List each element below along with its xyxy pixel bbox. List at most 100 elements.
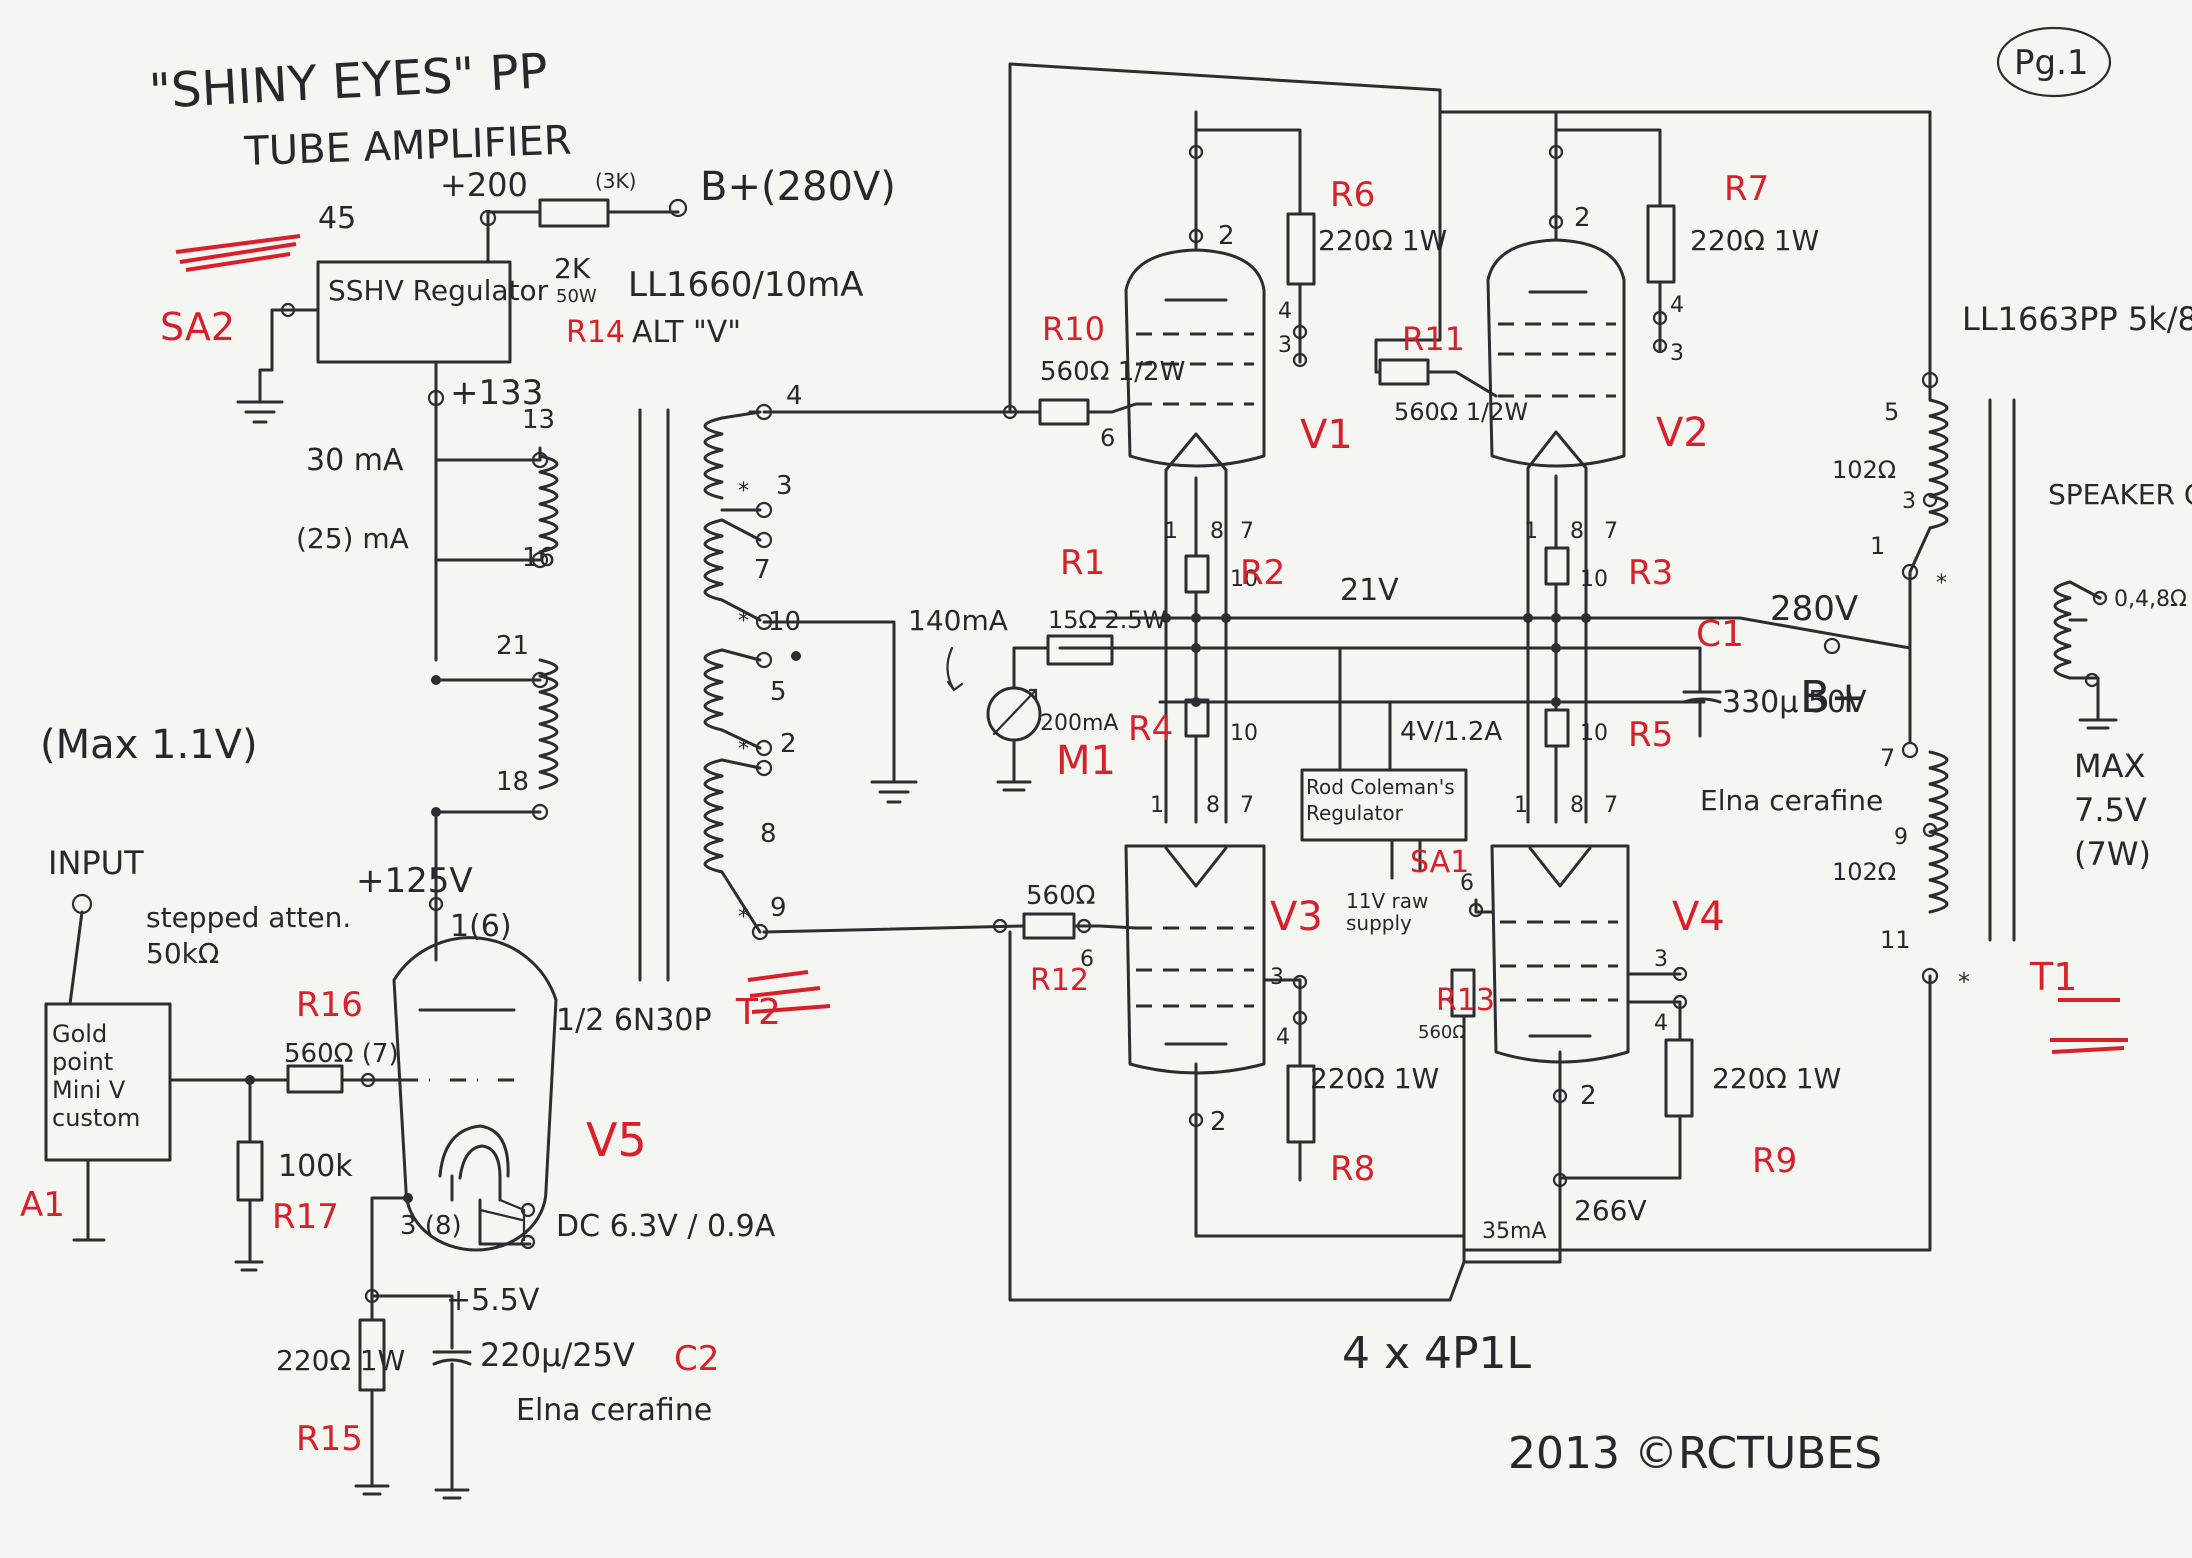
input-label: INPUT — [48, 844, 144, 882]
v-280-label: 280V — [1770, 589, 1858, 629]
filament-r-1: 10 — [1230, 567, 1258, 592]
svg-text:3: 3 — [1670, 341, 1684, 366]
r14-power: 50W — [556, 286, 597, 307]
svg-text:6: 6 — [1100, 424, 1115, 452]
svg-text:4: 4 — [1278, 299, 1292, 324]
v5-envelope — [392, 936, 558, 1252]
t2-pin-4: 4 — [786, 381, 803, 411]
ot-primary-2 — [1928, 750, 1949, 914]
ground-icon — [434, 1488, 470, 1500]
r12-resistor — [1022, 912, 1076, 940]
r12-value: 560Ω — [1026, 881, 1096, 911]
svg-text:2: 2 — [1574, 203, 1591, 233]
svg-text:7: 7 — [1240, 519, 1254, 544]
page-number-circle — [1996, 26, 2112, 98]
c1-type: Elna cerafine — [1700, 784, 1883, 817]
t2-pin-18: 18 — [496, 767, 529, 797]
svg-text:4: 4 — [1654, 1011, 1668, 1036]
ot-pin-7: 7 — [1880, 744, 1895, 772]
r1-label: R1 — [1060, 543, 1105, 583]
heater-label: DC 6.3V / 0.9A — [556, 1209, 776, 1244]
svg-text:4: 4 — [1276, 1025, 1290, 1050]
ot-pin-1: 1 — [1870, 532, 1885, 560]
r1-resistor — [1046, 634, 1114, 666]
svg-text:1: 1 — [1164, 519, 1178, 544]
r8-value: 220Ω 1W — [1310, 1062, 1439, 1095]
r12-label: R12 — [1030, 963, 1089, 998]
ot-pin-11: 11 — [1880, 926, 1911, 954]
rod-coleman-regulator-box — [1300, 768, 1468, 842]
svg-text:*: * — [1958, 968, 1970, 996]
v5-pin-cathode: 3 (8) — [400, 1211, 462, 1241]
t2-secondary-2 — [703, 518, 724, 602]
ot-secondary — [2053, 580, 2072, 680]
sshv-regulator-label: SSHV Regulator — [328, 274, 549, 307]
v4-label: V4 — [1672, 894, 1725, 940]
ot-model: LL1663PP 5k/8 — [1962, 300, 2192, 338]
svg-text:6: 6 — [1080, 947, 1094, 972]
max-output-label: MAX 7.5V (7W) — [2074, 747, 2151, 873]
v5-half-label: 1/2 6N30P — [556, 1003, 712, 1038]
c2-label: C2 — [674, 1339, 719, 1379]
current-35-label: 35mA — [1482, 1219, 1546, 1244]
choke-label: LL1660/10mA — [628, 265, 864, 305]
bplus-output-label: B+ — [1800, 672, 1867, 723]
title-line-2: TUBE AMPLIFIER — [243, 118, 572, 175]
v-45-label: 45 — [318, 201, 356, 236]
input-jack — [71, 893, 93, 915]
v-cathode-label: +5.5V — [446, 1283, 540, 1318]
a1-label: A1 — [20, 1185, 65, 1225]
filament-r-4: 10 — [1580, 721, 1608, 746]
output-stage: 2 4 3 R6 220Ω 1W V1 R10 560Ω 1/2W 6 2 4 … — [762, 62, 1932, 1379]
r16-value: 560Ω (7) — [284, 1039, 399, 1069]
ground-icon — [354, 1484, 390, 1496]
v-21-label: 21V — [1340, 573, 1399, 608]
r10-value: 560Ω 1/2W — [1040, 357, 1185, 387]
svg-text:1: 1 — [1514, 793, 1528, 818]
r7-value: 220Ω 1W — [1690, 224, 1819, 257]
svg-text:*: * — [1936, 571, 1947, 596]
svg-text:3: 3 — [1654, 947, 1668, 972]
scribbled-label — [175, 234, 301, 272]
ot-primary-1 — [1928, 398, 1949, 530]
t2-secondary-3 — [703, 648, 724, 732]
t2-pin-9: 9 — [770, 893, 787, 923]
r11-label: R11 — [1402, 320, 1465, 358]
r16-label: R16 — [296, 985, 363, 1025]
ot-core — [1988, 398, 2016, 942]
sa2-label: SA2 — [160, 305, 235, 349]
ground-icon — [996, 780, 1032, 792]
ot-pin-3: 3 — [1902, 489, 1916, 514]
r9-resistor — [1664, 1038, 1694, 1118]
ground-icon — [236, 400, 284, 424]
v3-envelope — [1124, 844, 1266, 1075]
r6-label: R6 — [1330, 175, 1375, 215]
v-125-label: +125V — [356, 861, 473, 901]
page-number: Pg.1 — [2014, 43, 2089, 83]
svg-text:8: 8 — [1570, 519, 1584, 544]
bplus-label: B+(280V) — [700, 164, 896, 210]
attenuator-label: Gold point Mini V custom — [52, 1020, 141, 1132]
r7-resistor — [1646, 204, 1676, 284]
regulator-supply: 4V/1.2A — [1400, 717, 1502, 747]
svg-text:*: * — [738, 737, 749, 762]
svg-text:8: 8 — [1206, 793, 1220, 818]
v-200-label: +200 — [440, 166, 528, 204]
r4-label: R4 — [1128, 709, 1173, 749]
filament-r-3: 10 — [1230, 721, 1258, 746]
v-266-label: 266V — [1574, 1194, 1647, 1227]
c2-value: 220µ/25V — [480, 1336, 635, 1374]
sshv-regulator-box — [316, 260, 512, 364]
r14-label: R14 — [566, 315, 625, 350]
svg-text:1: 1 — [1150, 793, 1164, 818]
svg-text:8: 8 — [1570, 793, 1584, 818]
r17-value: 100k — [278, 1149, 353, 1184]
r13-value: 560Ω — [1418, 1022, 1466, 1043]
input-section: (Max 1.1V) INPUT Gold point Mini V custo… — [20, 722, 404, 1272]
r6-value: 220Ω 1W — [1318, 224, 1447, 257]
output-transformer: LL1663PP 5k/8 5 3 1 7 9 11 102Ω 102Ω * *… — [1832, 300, 2192, 1054]
attenuator-note: stepped atten. 50kΩ — [146, 901, 352, 970]
